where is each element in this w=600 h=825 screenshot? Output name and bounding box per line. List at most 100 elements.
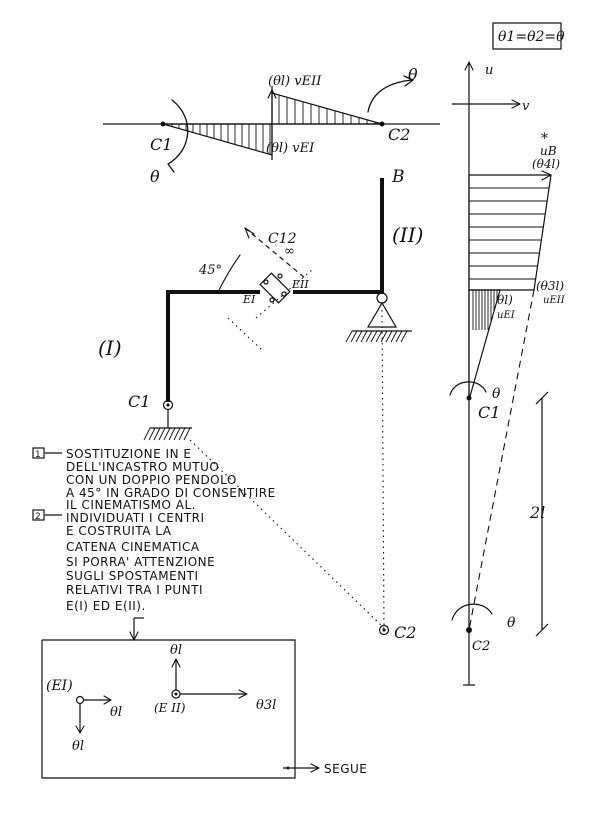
hatch-line [178,427,186,441]
EI-arrow-down-icon [75,725,85,734]
label-uEI-value: θl) [497,293,513,307]
EII-arrow-right-icon [238,689,248,699]
label-uEII: uEII [543,295,566,306]
hinge-support [345,292,412,343]
c1-support [143,399,192,441]
label-body-I: (I) [98,336,122,360]
dashed-rigid-line [468,289,535,631]
label-box-EI: (EI) [46,678,73,694]
label-theta-l-vEII: (θl) vEII [268,74,322,89]
hatch-line [380,330,388,343]
upper-trapezoid [468,174,552,291]
hatch-line [163,427,171,441]
label-uEII-value: (θ3l) [536,279,564,293]
label-EI: EI [242,293,256,306]
dotted-line-extension [227,317,263,351]
hatch-line [153,427,161,441]
label-body-II: (II) [392,223,423,247]
hatch-line [385,330,393,343]
label-c2-right: C2 [472,639,490,654]
dimension-tick-bottom [535,623,549,637]
hatch-line [390,330,398,343]
label-theta-left: θ [150,167,160,186]
EI-arrow-right-icon [103,695,112,705]
hatch-line [143,427,151,441]
note-line-6: INDIVIDUATI I CENTRI [66,511,205,525]
note-marker-1: 1 [35,450,41,460]
hatch-line [360,330,368,343]
relative-displacement-box: (EI) (E II) θl θl θl θ3l SEGUE [41,617,367,779]
hatch-line [355,330,363,343]
hatch-line [183,427,191,441]
hatch-line [370,330,378,343]
label-theta-right: θ [408,65,418,84]
label-B: B [391,167,405,187]
note-line-8: CATENA CINEMATICA [66,540,200,554]
label-c2-top: C2 [388,125,410,144]
label-theta-c1: θ [492,386,501,402]
hatch-line [400,330,408,343]
label-angle-45: 45° [198,263,222,278]
rotation-c2-right-icon [451,603,493,621]
label-theta-l-up: θl [170,643,182,658]
structure: B (II) (I) C12 ∞ 45° EI EII C1 C2 [98,167,423,642]
EI-point [75,695,85,705]
hatch-line [158,427,166,441]
lower-triangle-hatching [472,290,498,330]
box-outline [41,639,296,779]
label-dimension-2l: 2l [529,503,545,522]
segue-arrow-icon [310,763,320,773]
note-line-3: CON UN DOPPIO PENDOLO [66,473,237,487]
label-infinity: ∞ [284,244,295,259]
notes-block: 1 2 SOSTITUZIONE IN E DELL'INCASTRO MUTU… [32,447,276,613]
c2-point [379,121,385,127]
hatch-line [395,330,403,343]
rotation-c1-right-icon [449,381,487,396]
right-displacement-diagram: u v * uB (θ4l) (θ3l) uEII θl) uEI C1 C2 … [449,61,566,686]
dimension-tick-top [535,391,549,405]
hatch-line [345,330,353,343]
label-theta-c2: θ [507,615,516,631]
double-pendulum-link [259,272,291,304]
hatch-line [375,330,383,343]
hatch-line [350,330,358,343]
theta-equality-text: θ1=θ2=θ [498,29,565,45]
EII-arrow-up-icon [171,658,181,668]
label-uB: uB [540,144,557,158]
c12-direction-line [244,227,306,279]
label-v-axis: v [522,99,530,114]
label-EII: EII [291,278,309,291]
label-uB-value: (θ4l) [532,157,560,171]
label-c1: C1 [128,392,150,411]
label-theta-l-right: θl [110,705,122,720]
note-line-4: A 45° IN GRADO DI CONSENTIRE [66,486,276,500]
note-line-11: RELATIVI TRA I PUNTI [66,583,203,597]
label-c2: C2 [394,623,416,642]
lower-triangle [468,289,501,401]
body-II-frame [293,178,384,294]
EII-point-center [174,692,178,696]
hatch-line [168,427,176,441]
note-line-10: SUGLI SPOSTAMENTI [66,569,199,583]
c2-point [378,624,390,636]
c12-arrow-icon [244,227,255,239]
label-theta-l-vEI: (θl) vEI [266,141,315,156]
segue-arrow-start [286,766,290,770]
label-uEI: uEI [497,310,516,321]
hatch-line [148,427,156,441]
rotation-arrow-right-icon [367,79,413,113]
arrow-head-icon [403,75,414,87]
label-u-axis: u [485,63,493,78]
u-axis-arrow-icon [464,61,474,71]
note-line-7: E COSTRUITA LA [66,524,172,538]
rotation-arrow-left-icon [167,99,189,173]
c1-point [160,121,166,127]
note-line-1: SOSTITUZIONE IN E [66,447,191,461]
note-marker-1-box [32,447,45,459]
label-box-EII: (E II) [154,701,186,715]
label-c12: C12 [268,231,297,247]
hatch-line [173,427,181,441]
dotted-line-hinge-c2 [381,309,385,629]
angle-arc-icon [217,254,241,293]
hatch-line [365,330,373,343]
